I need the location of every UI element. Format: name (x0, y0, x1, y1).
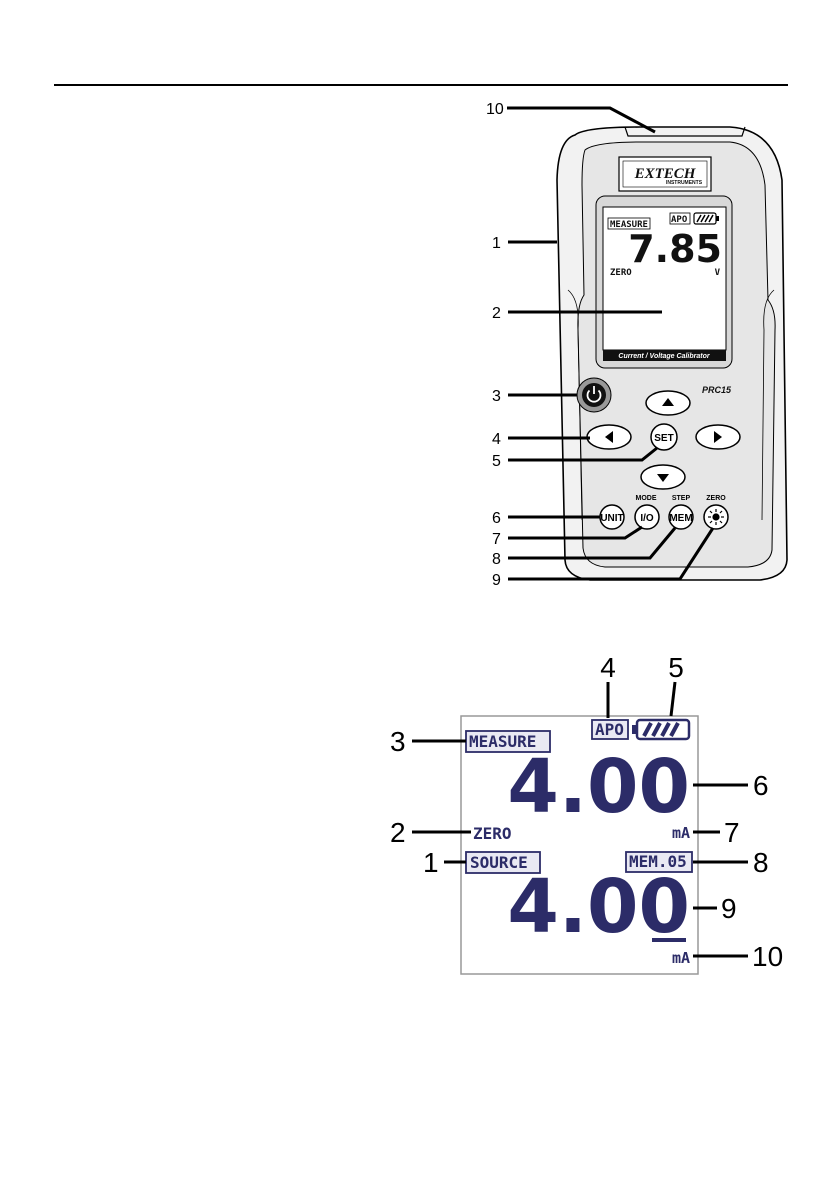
set-button-label: SET (654, 433, 673, 444)
display-callout-7: 7 (724, 817, 740, 848)
backlight-button[interactable] (704, 505, 728, 529)
device-callout-6: 6 (492, 510, 501, 527)
display-callout-5: 5 (668, 652, 684, 683)
right-button[interactable] (696, 425, 740, 449)
lcd-apo-label: APO (671, 215, 688, 225)
device-callout-5: 5 (492, 453, 501, 470)
measure-unit: mA (672, 824, 690, 842)
mem-button[interactable]: MEM (669, 505, 693, 529)
io-button-label: I/O (640, 513, 654, 524)
unit-button-label: UNIT (600, 513, 623, 524)
battery-icon (632, 720, 689, 739)
display-callout-6: 6 (753, 770, 769, 801)
unit-button[interactable]: UNIT (600, 505, 624, 529)
display-callout-9: 9 (721, 893, 737, 924)
mode-caption: MODE (636, 495, 657, 502)
device-illustration: EXTECH INSTRUMENTS MEASURE APO 7.85 ZERO… (486, 101, 787, 589)
display-diagram: MEASURE APO 4.00 mA ZERO SOURCE MEM.05 4… (390, 652, 783, 974)
digit-cursor (652, 938, 686, 942)
set-button[interactable]: SET (651, 424, 677, 450)
device-callout-10: 10 (486, 101, 504, 118)
device-callout-3: 3 (492, 388, 501, 405)
zero-label: ZERO (473, 824, 512, 843)
model-label: PRC15 (702, 385, 732, 395)
lcd-main-value: 7.85 (628, 227, 722, 271)
display-callout-10: 10 (752, 941, 783, 972)
source-unit: mA (672, 949, 690, 967)
mem-button-label: MEM (669, 513, 692, 524)
power-button[interactable] (577, 378, 611, 412)
brand-subtitle: INSTRUMENTS (666, 180, 703, 186)
screen-banner-text: Current / Voltage Calibrator (618, 353, 710, 360)
lcd-unit-label: V (715, 268, 721, 278)
device-callout-2: 2 (492, 305, 501, 322)
device-callout-8: 8 (492, 551, 501, 568)
display-callout-3: 3 (390, 726, 406, 757)
step-caption: STEP (672, 495, 691, 502)
lcd-zero-label: ZERO (610, 268, 632, 278)
zero-caption: ZERO (706, 495, 726, 502)
device-callout-7: 7 (492, 531, 501, 548)
up-button[interactable] (646, 391, 690, 415)
device-callout-4: 4 (492, 431, 501, 448)
measure-value: 4.00 (507, 744, 690, 830)
display-callout-1: 1 (423, 847, 439, 878)
lcd-battery-icon (694, 213, 719, 224)
backlight-icon (708, 509, 724, 525)
left-button[interactable] (587, 425, 631, 449)
display-callout-2: 2 (390, 817, 406, 848)
source-value: 4.00 (507, 864, 690, 950)
device-callout-9: 9 (492, 572, 501, 589)
device-callout-1: 1 (492, 235, 501, 252)
display-callout-8: 8 (753, 847, 769, 878)
io-button[interactable]: I/O (635, 505, 659, 529)
down-button[interactable] (641, 465, 685, 489)
display-callout-4: 4 (600, 652, 616, 683)
apo-tag: APO (595, 720, 624, 739)
